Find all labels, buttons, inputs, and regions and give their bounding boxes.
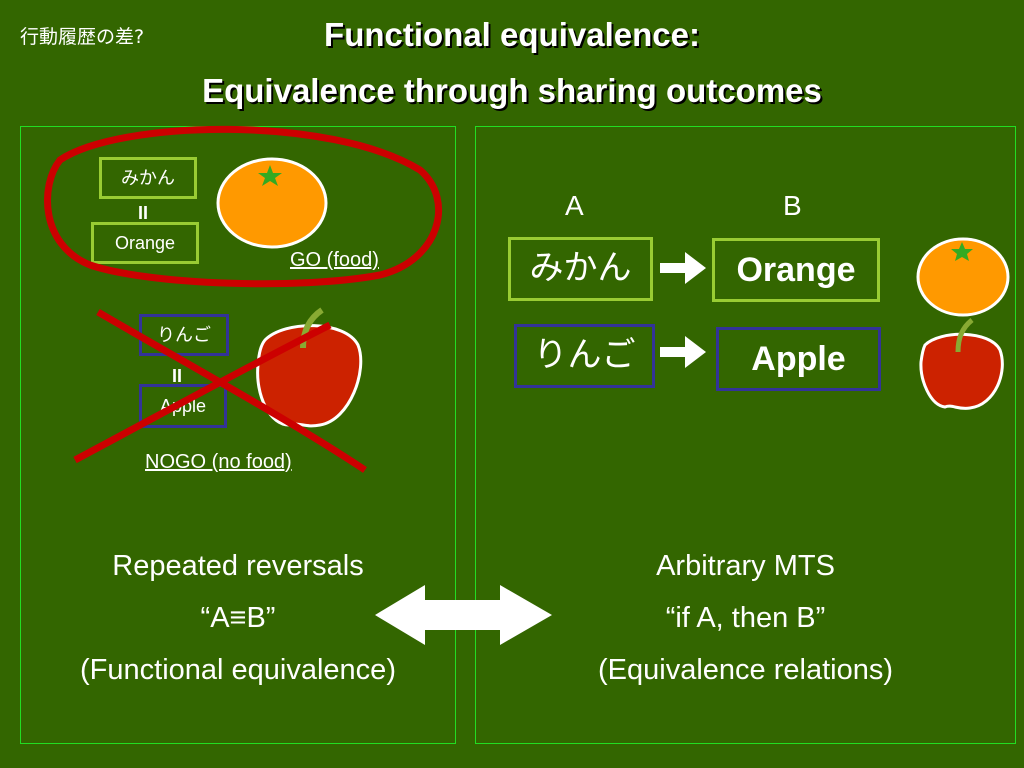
left-mikan-box: みかん bbox=[99, 157, 197, 199]
nogo-label: NOGO (no food) bbox=[145, 451, 292, 473]
title-line-1: Functional equivalence: bbox=[324, 16, 700, 53]
left-equiv-sign-2: II bbox=[172, 366, 183, 386]
right-caption-line-2: “if A, then B” bbox=[665, 602, 826, 634]
orange-fruit-icon bbox=[916, 237, 1010, 317]
right-caption: Arbitrary MTS “if A, then B” (Equivalenc… bbox=[475, 540, 1016, 696]
col-b-label: B bbox=[783, 190, 802, 221]
right-apple-box: Apple bbox=[716, 327, 881, 391]
left-orange-box: Orange bbox=[91, 222, 199, 264]
col-a-label: A bbox=[565, 190, 584, 221]
right-caption-line-1: Arbitrary MTS bbox=[656, 550, 835, 582]
right-panel bbox=[475, 126, 1016, 744]
left-caption: Repeated reversals “A≡B” (Functional equ… bbox=[20, 540, 456, 696]
left-caption-line-1: Repeated reversals bbox=[112, 550, 364, 582]
double-arrow-icon bbox=[375, 585, 552, 645]
left-equiv-sign-1: II bbox=[138, 203, 149, 223]
orange-fruit-icon bbox=[216, 157, 328, 249]
go-label: GO (food) bbox=[290, 249, 379, 271]
apple-fruit-icon bbox=[919, 318, 1004, 410]
right-ringo-box: りんご bbox=[514, 324, 655, 388]
apple-fruit-icon bbox=[256, 307, 363, 428]
red-cross-mark bbox=[73, 308, 367, 473]
red-circle-mark bbox=[44, 125, 443, 288]
corner-label: 行動履歴の差? bbox=[20, 26, 145, 48]
right-arrow-icon bbox=[660, 252, 706, 284]
right-orange-box: Orange bbox=[712, 238, 880, 302]
left-caption-line-3: (Functional equivalence) bbox=[80, 654, 396, 686]
right-arrow-icon bbox=[660, 336, 706, 368]
left-caption-line-2: “A≡B” bbox=[200, 602, 276, 634]
right-caption-line-3: (Equivalence relations) bbox=[598, 654, 893, 686]
title-line-2: Equivalence through sharing outcomes bbox=[202, 72, 822, 109]
right-mikan-box: みかん bbox=[508, 237, 653, 301]
